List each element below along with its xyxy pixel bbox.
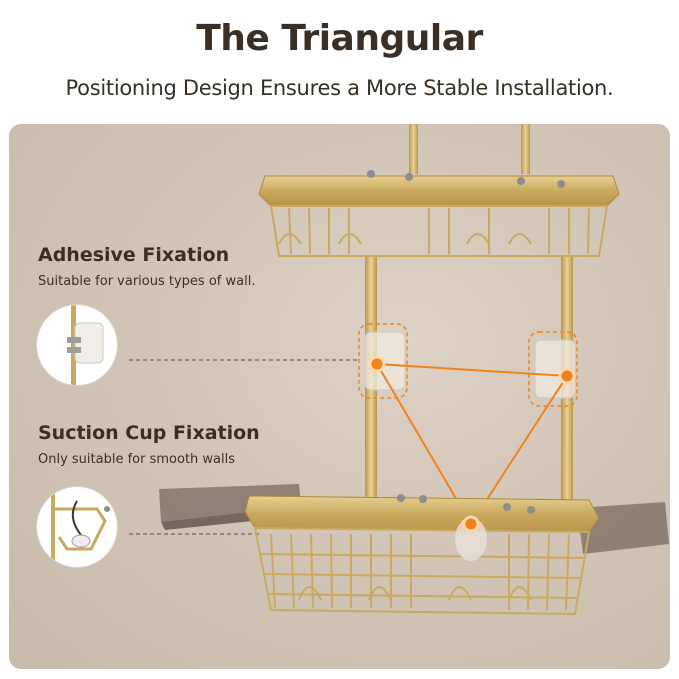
anchor-point-right: [558, 367, 576, 385]
suction-cup-base: [454, 515, 488, 561]
bottom-basket: [244, 494, 600, 616]
feature-desc-adhesive: Suitable for various types of wall.: [38, 274, 256, 289]
suction-cup-icon: [36, 486, 118, 568]
anchor-point-left: [368, 355, 386, 373]
top-basket: [258, 170, 620, 257]
feature-desc-suction: Only suitable for smooth walls: [38, 452, 236, 467]
feature-title-suction: Suction Cup Fixation: [38, 422, 260, 444]
subheadline: Positioning Design Ensures a More Stable…: [65, 76, 614, 100]
soap-tray-right: [577, 502, 669, 554]
product-scene: Adhesive Fixation Suitable for various t…: [9, 124, 670, 669]
feature-title-adhesive: Adhesive Fixation: [38, 244, 230, 266]
hanger-bar-left: [409, 124, 418, 174]
shower-caddy-illustration: [129, 124, 669, 616]
hanger-bar-right: [521, 124, 530, 174]
anchor-point-bottom: [462, 515, 480, 533]
adhesive-hook-icon: [36, 304, 118, 386]
headline: The Triangular: [196, 18, 483, 59]
adhesive-pad-left: [358, 323, 408, 399]
